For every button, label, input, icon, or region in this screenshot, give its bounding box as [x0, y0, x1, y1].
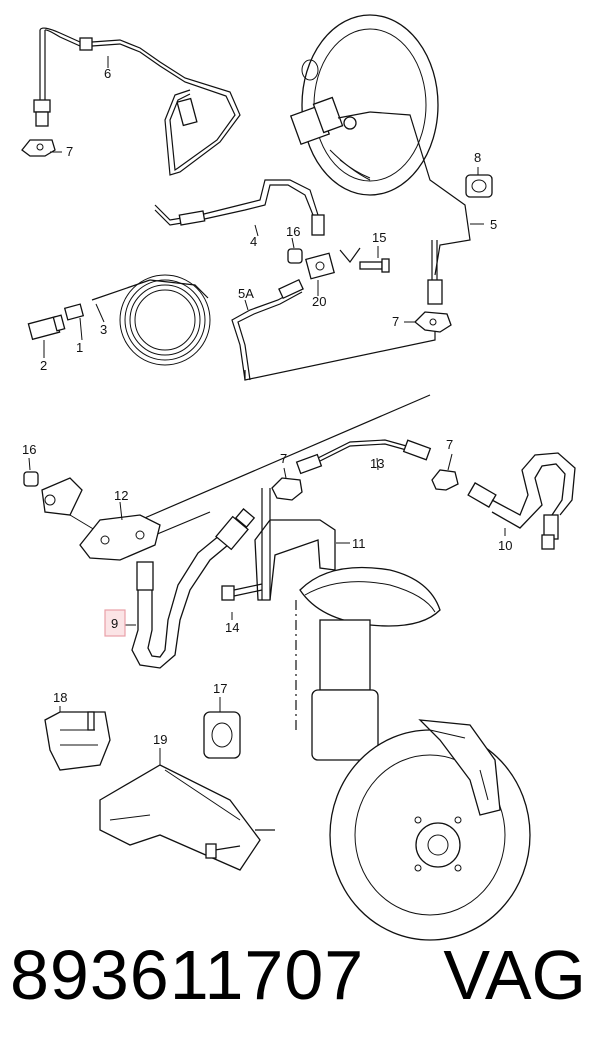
brake-distributor [287, 247, 390, 280]
label-14: 14 [225, 620, 239, 635]
label-9: 9 [111, 616, 118, 631]
clip-18 [44, 711, 111, 771]
label-7: 7 [280, 451, 287, 466]
label-7: 7 [66, 144, 73, 159]
label-18: 18 [53, 690, 67, 705]
coiled-brake-line-3 [91, 274, 211, 366]
label-4: 4 [250, 234, 257, 249]
label-8: 8 [474, 150, 481, 165]
label-7: 7 [446, 437, 453, 452]
brake-line-5a [231, 278, 304, 381]
clip-7 [21, 139, 56, 157]
label-17: 17 [213, 681, 227, 696]
bracket-19 [99, 764, 275, 871]
label-15: 15 [372, 230, 386, 245]
label-16: 16 [22, 442, 36, 457]
callout-labels: 6 7 8 5 4 16 15 5A 20 7 3 1 2 16 12 7 13… [22, 66, 512, 747]
bracket-11 [254, 488, 336, 601]
label-7: 7 [392, 314, 399, 329]
label-6: 6 [104, 66, 111, 81]
label-1: 1 [76, 340, 83, 355]
bracket-12 [79, 514, 161, 561]
brake-line-4 [154, 179, 325, 236]
label-16: 16 [286, 224, 300, 239]
clip-7-lower-left [271, 477, 303, 501]
brake-hose-10 [467, 452, 576, 550]
label-20: 20 [312, 294, 326, 309]
clip-7-lower-right [431, 469, 459, 491]
footer: 893611707 VAG [0, 925, 600, 1035]
brake-line-13 [295, 439, 432, 475]
strut-assembly [295, 566, 441, 761]
brand-name: VAG [443, 936, 586, 1014]
bolt-14 [221, 583, 263, 601]
brake-line-6 [33, 27, 241, 176]
leader-lines [28, 56, 506, 765]
brake-hose-9 [131, 507, 256, 669]
highlighted-part-9: 9 [104, 609, 126, 637]
label-3: 3 [100, 322, 107, 337]
brake-caliper [418, 719, 501, 816]
master-cylinder [289, 96, 471, 276]
part-number: 893611707 [10, 936, 365, 1014]
leader-line-long [139, 394, 431, 521]
nut-16 [23, 471, 39, 487]
brake-line-5 [427, 240, 443, 305]
clip-17 [203, 711, 241, 759]
brake-disc [329, 729, 531, 941]
label-5a: 5A [238, 286, 254, 301]
fitting-1 [63, 303, 85, 321]
grommet-8 [465, 174, 493, 198]
label-10: 10 [498, 538, 512, 553]
label-13: 13 [370, 456, 384, 471]
label-19: 19 [153, 732, 167, 747]
label-11: 11 [352, 536, 366, 551]
label-12: 12 [114, 488, 128, 503]
label-5: 5 [490, 217, 497, 232]
highlight-box [104, 609, 126, 637]
label-2: 2 [40, 358, 47, 373]
fitting-2 [27, 314, 66, 341]
clip-7-right [414, 311, 452, 333]
mount-plate [41, 477, 96, 531]
leader-box-upper [244, 330, 436, 381]
